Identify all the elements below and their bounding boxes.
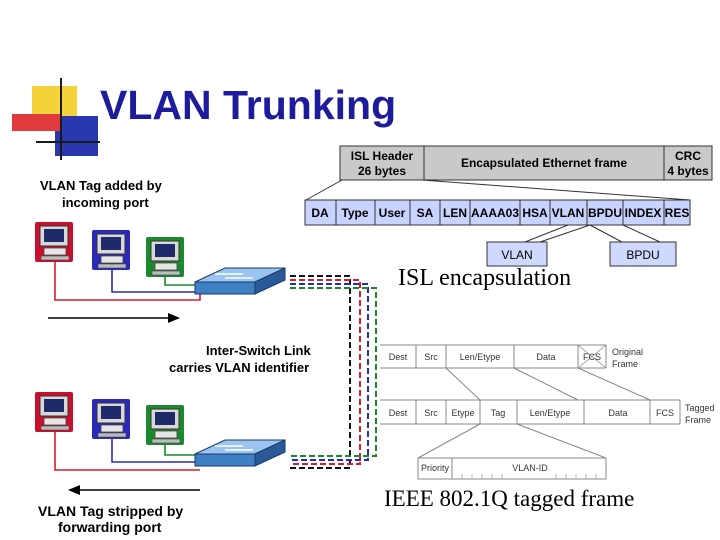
tagged-frame-label: Tagged <box>685 403 715 413</box>
top-pc-blue <box>91 229 131 271</box>
ieee-8021q-caption: IEEE 802.1Q tagged frame <box>384 486 635 511</box>
shift-line <box>577 367 651 401</box>
tagged-frame-row: Dest Src Etype Tag Len/Etype Data FCS Ta… <box>380 399 715 425</box>
vlan-callout-label: VLAN <box>501 248 532 262</box>
tag-stripped-label: VLAN Tag stripped by <box>38 503 183 519</box>
shift-line <box>513 367 579 401</box>
isl-frame-header: ISL Header 26 bytes Encapsulated Etherne… <box>339 145 713 181</box>
top-cable-green <box>164 277 205 286</box>
bottom-switch-icon <box>194 439 286 467</box>
tagged-frame-label-2: Frame <box>685 415 711 425</box>
slide-title: VLAN Trunking <box>100 82 397 128</box>
isl-field: HSA <box>522 206 548 220</box>
orig-field: Len/Etype <box>460 352 501 362</box>
expand-line-left <box>305 179 343 201</box>
tag-expand-line <box>417 423 481 459</box>
tag-detail-row: Priority VLAN-ID <box>417 457 607 480</box>
tagged-field: Dest <box>389 408 408 418</box>
tag-vlan-id-field: VLAN-ID <box>512 463 548 473</box>
trunk-line-red <box>290 279 361 465</box>
tagged-field: FCS <box>656 408 674 418</box>
inter-switch-link-label: Inter-Switch Link <box>206 343 312 358</box>
bpdu-callout-line <box>589 224 623 243</box>
bottom-pc-green <box>145 404 185 446</box>
bottom-pc-blue <box>91 398 131 440</box>
trunk-line-black <box>290 275 351 469</box>
tag-expand-line <box>516 423 607 459</box>
tag-added-label-2: incoming port <box>62 195 149 210</box>
orig-field: Data <box>536 352 555 362</box>
crc-label: CRC <box>675 149 701 163</box>
orig-field: Src <box>424 352 438 362</box>
top-cable-blue <box>111 270 205 293</box>
tag-stripped-label-2: forwarding port <box>58 519 162 535</box>
tag-added-label: VLAN Tag added by <box>40 178 163 193</box>
original-frame-label-2: Frame <box>612 359 638 369</box>
original-frame-row: Dest Src Len/Etype Data FCS Original Fra… <box>380 344 643 369</box>
bpdu-callout-box <box>609 241 677 267</box>
tagged-field: Len/Etype <box>530 408 571 418</box>
inter-switch-link-label-2: carries VLAN identifier <box>169 360 309 375</box>
right-arrow-icon <box>48 313 180 323</box>
tag-priority-field: Priority <box>421 463 450 473</box>
bpdu-callout-line-2 <box>622 224 661 243</box>
isl-header-bytes: 26 bytes <box>358 164 406 178</box>
orig-field: FCS <box>583 352 601 362</box>
isl-field: BPDU <box>588 206 622 220</box>
tagged-field: Etype <box>451 408 474 418</box>
trunk-line-green <box>290 287 377 457</box>
isl-field: INDEX <box>625 206 662 220</box>
shift-line <box>445 367 481 401</box>
isl-field-row: DA Type User SA LEN AAAA03 HSA VLAN BPDU… <box>304 199 691 226</box>
isl-field: VLAN <box>552 206 585 220</box>
expand-line-right <box>421 179 691 201</box>
orig-field: Dest <box>389 352 408 362</box>
bottom-cable-green <box>164 445 200 456</box>
left-arrow-icon <box>68 485 200 495</box>
tagged-field: Src <box>424 408 438 418</box>
isl-field: LEN <box>443 206 467 220</box>
isl-field: AAAA03 <box>471 206 519 220</box>
trunk-line-blue <box>290 283 369 461</box>
isl-field: RES <box>665 206 690 220</box>
isl-field: DA <box>311 206 329 220</box>
isl-field: Type <box>341 206 368 220</box>
top-pc-green <box>145 236 185 278</box>
original-frame-label: Original <box>612 347 643 357</box>
vlan-callout-line-2 <box>539 224 591 243</box>
top-switch-icon <box>194 267 286 295</box>
vlan-callout-line <box>524 224 569 243</box>
tagged-field: Tag <box>491 408 506 418</box>
isl-field: User <box>379 206 406 220</box>
bottom-cable-red <box>54 432 200 471</box>
isl-field: SA <box>417 206 434 220</box>
bottom-pc-red <box>34 391 74 433</box>
tagged-field: Data <box>608 408 627 418</box>
isl-encapsulation-caption: ISL encapsulation <box>398 265 572 291</box>
vlan-callout-box <box>486 241 548 267</box>
bpdu-callout-label: BPDU <box>626 248 659 262</box>
bottom-cable-blue <box>111 439 200 463</box>
crc-bytes: 4 bytes <box>667 164 709 178</box>
isl-header-label: ISL Header <box>351 149 414 163</box>
encapsulated-frame-label: Encapsulated Ethernet frame <box>461 156 627 170</box>
top-pc-red <box>34 221 74 263</box>
